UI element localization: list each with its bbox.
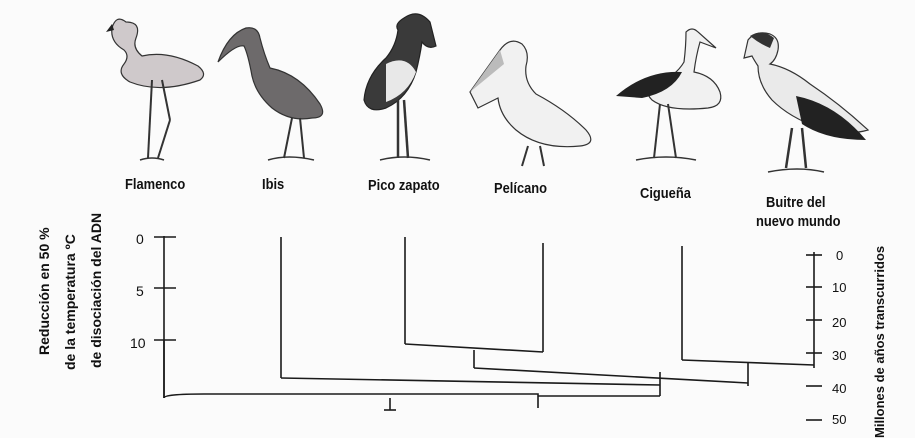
root-connector <box>164 394 538 408</box>
node-ibis-group <box>281 378 660 385</box>
node-join-clades <box>474 368 748 383</box>
